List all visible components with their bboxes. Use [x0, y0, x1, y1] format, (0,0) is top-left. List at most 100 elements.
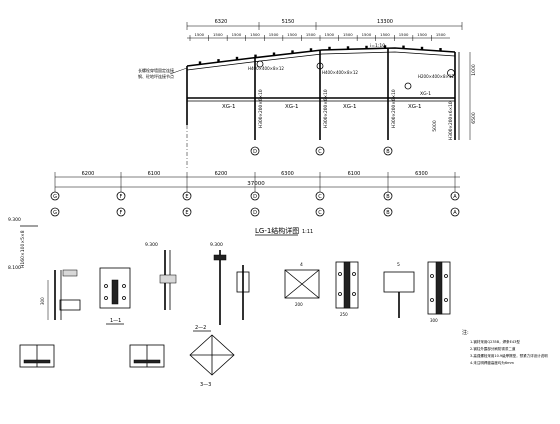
dim-200: 200 — [295, 302, 303, 307]
axis-bubble — [450, 207, 460, 217]
left-dim: 300 — [40, 297, 45, 305]
axis-bubble — [383, 191, 393, 201]
axis-bubble — [116, 191, 126, 201]
right-elev-mid: 6500 — [471, 112, 477, 124]
top-dim-2: 5150 — [282, 19, 295, 25]
bolt — [338, 292, 342, 296]
axis-bubble — [50, 191, 60, 201]
axis-label: E — [185, 194, 188, 200]
frame-elevation: 6320 5150 13300 1500 1500 1500 1500 1500 1500… — [138, 19, 477, 170]
sub-dim-label: 1500 — [213, 32, 223, 37]
axis-label: C — [318, 194, 322, 200]
span-label: 6300 — [281, 171, 294, 177]
axis-bubble — [450, 191, 460, 201]
note-line-1: 1.钢材采用Q235B，焊条E43型 — [470, 339, 520, 344]
axis-bubble — [250, 191, 260, 201]
col-axis-c: C — [318, 149, 322, 155]
base-plate-2 — [133, 359, 161, 364]
bolt — [444, 274, 448, 278]
sec4-diag-2 — [284, 269, 320, 299]
purlin — [383, 45, 387, 49]
bolt — [338, 272, 342, 276]
detail-callout — [256, 60, 264, 68]
axis-label: B — [386, 194, 390, 200]
purlin — [254, 54, 257, 58]
top-dim-3: 13300 — [377, 19, 393, 25]
bolt — [352, 272, 356, 276]
span-label: 6300 — [415, 171, 428, 177]
column-axis-bubble — [250, 146, 260, 156]
top-dim-1: 6320 — [215, 19, 228, 25]
note-line-3: 3.高强螺栓采用10.9级摩擦型，预紧力详设计说明 — [470, 353, 548, 358]
detail-cap — [213, 254, 227, 261]
axis-bubble — [116, 207, 126, 217]
span-label: 6100 — [348, 171, 361, 177]
sec3-label: 3—3 — [200, 382, 211, 388]
left-elev-top: 9.300 — [8, 217, 21, 223]
sec2-label: 2—2 — [195, 325, 206, 331]
sub-dim-label: 1500 — [269, 32, 279, 37]
axis-label: G — [53, 210, 57, 216]
purlin — [309, 48, 313, 52]
sec1-label: 1—1 — [110, 318, 121, 324]
left-col-base — [59, 299, 81, 311]
col-label-1: H300×200×6×10 — [258, 89, 264, 128]
detail-elev: 9.300 — [145, 242, 158, 248]
roof-rafter — [186, 47, 456, 67]
bolt — [104, 284, 108, 288]
bolt — [430, 298, 434, 302]
note-left-2: 钢、砼地坪连接节点 — [138, 73, 174, 79]
column-axis-bubble — [315, 146, 325, 156]
right-detail-web — [435, 261, 443, 315]
sec1-web — [111, 279, 119, 305]
sec5-label: 5 — [397, 262, 400, 268]
bolt — [352, 292, 356, 296]
base-plate — [23, 359, 51, 364]
span-label: 6200 — [215, 171, 228, 177]
axis-bubble — [315, 207, 325, 217]
sec4-label: 4 — [300, 262, 303, 268]
note-left-1: 长螺栓穿墙固定连接 — [138, 67, 174, 73]
col-label-3: H300×200×6×10 — [391, 89, 397, 128]
axis-label: B — [386, 210, 390, 216]
sec1-plate — [99, 267, 131, 309]
detail-elev-2: 9.300 — [210, 242, 223, 248]
purlin — [439, 48, 442, 52]
axis-bubble — [383, 207, 393, 217]
sec4-box — [284, 269, 320, 299]
axis-label: D — [253, 210, 257, 216]
axis-bubble — [315, 191, 325, 201]
axis-label: C — [318, 210, 322, 216]
sub-dim-label: 1500 — [324, 32, 334, 37]
detail-scale: 1:11 — [302, 229, 313, 235]
bolt — [122, 284, 126, 288]
span-label: 6100 — [148, 171, 161, 177]
axis-label: G — [53, 194, 57, 200]
total-dim: 37000 — [247, 181, 265, 187]
purlin — [402, 45, 405, 49]
note-line-2: 2.钢柱外露部分刷防锈漆二道 — [470, 346, 516, 351]
axis-bubble — [182, 207, 192, 217]
purlin — [217, 59, 220, 63]
sec5-box — [383, 271, 415, 293]
column-axis-bubble — [383, 146, 393, 156]
right-elev-bot: 5000 — [432, 120, 438, 132]
member-label-right: H200×400×8×12 — [418, 74, 454, 79]
axis-bubble — [250, 207, 260, 217]
sub-dim-label: 1500 — [380, 32, 390, 37]
details-area: 9.300 8.100 H160×100×5×8 300 1—1 9.300 9… — [8, 217, 451, 388]
bolt — [104, 296, 108, 300]
beam-label-1: XG-1 — [222, 104, 236, 110]
axis-bubble — [182, 191, 192, 201]
bolt — [122, 296, 126, 300]
purlin — [420, 46, 424, 50]
axis-bubble — [50, 207, 60, 217]
sub-dim-label: 1500 — [232, 32, 242, 37]
left-col-label: H160×100×5×8 — [20, 230, 26, 268]
sub-dim-label: 1500 — [287, 32, 297, 37]
